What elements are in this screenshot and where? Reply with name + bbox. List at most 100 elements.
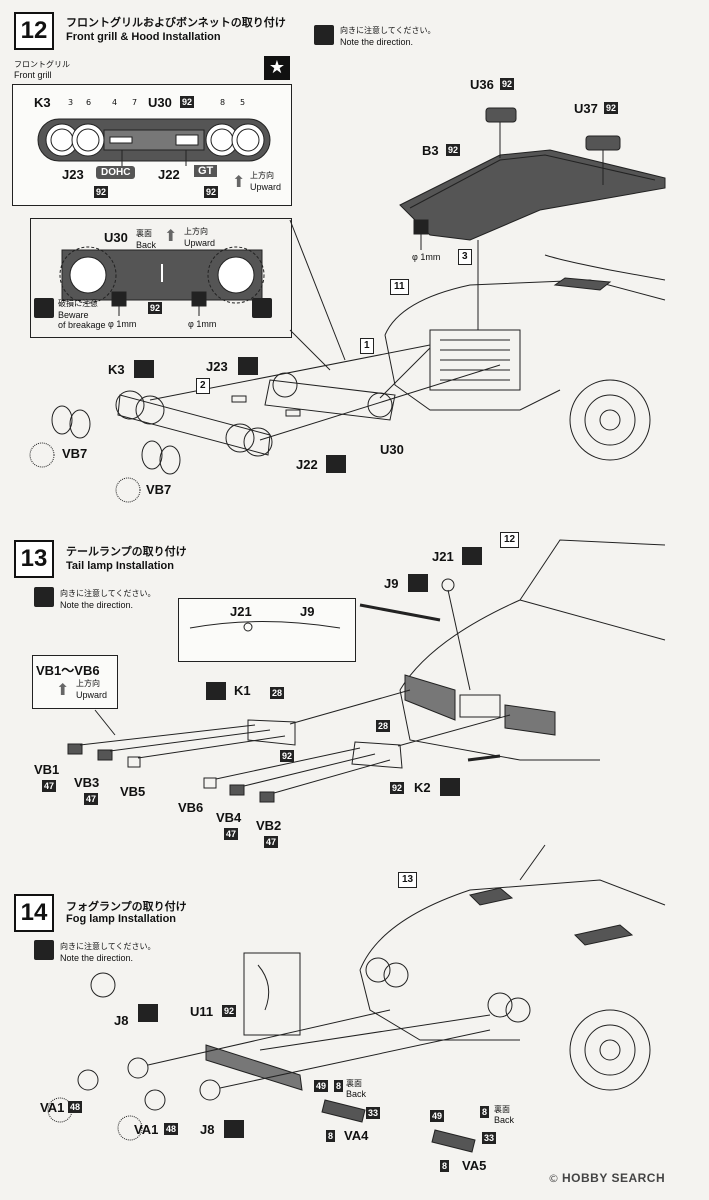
step-13-title-jp: テールランプの取り付け bbox=[66, 545, 187, 558]
part-j22: J22 bbox=[296, 457, 318, 472]
t13-c47c: 47 bbox=[224, 828, 239, 840]
inset-j23: J23 bbox=[62, 167, 84, 182]
grill-seq-1: 1 bbox=[360, 338, 374, 354]
t14-j8b: J8 bbox=[200, 1122, 215, 1137]
step-12-note-en: Note the direction. bbox=[340, 37, 414, 47]
inset-n3: 3 bbox=[68, 98, 74, 107]
watermark-copyright: © bbox=[548, 1172, 559, 1185]
t14-c8d: 8 bbox=[440, 1160, 450, 1172]
t14-va5: VA5 bbox=[462, 1158, 487, 1173]
cement-icon-k2 bbox=[440, 778, 460, 796]
inset-dohc: DOHC bbox=[96, 166, 136, 179]
front-grill-title-jp: フロントグリル bbox=[14, 60, 70, 69]
part-j23: J23 bbox=[206, 359, 228, 374]
inset-k3: K3 bbox=[34, 95, 51, 110]
star-icon: ★ bbox=[264, 56, 290, 80]
inset-up-jp: 上方向 bbox=[250, 171, 274, 180]
t14-c48b: 48 bbox=[164, 1123, 179, 1135]
warn-icon-2 bbox=[252, 298, 272, 318]
direction-note-icon bbox=[314, 25, 334, 45]
inset-n8: 8 bbox=[220, 98, 226, 107]
inset2-warn-jp: 破損に注意 bbox=[58, 299, 98, 308]
t13-c47d: 47 bbox=[264, 836, 279, 848]
t14-c92: 92 bbox=[222, 1005, 237, 1017]
inset2-c92: 92 bbox=[148, 302, 163, 314]
vb-inset-title: VB1～VB6 bbox=[36, 663, 100, 678]
t13-c47a: 47 bbox=[42, 780, 57, 792]
part-vb7b: VB7 bbox=[146, 482, 172, 497]
cement-icon-j8a bbox=[138, 1004, 158, 1022]
hood-u36: U36 bbox=[470, 77, 494, 92]
step-14-number: 14 bbox=[14, 894, 54, 932]
cement-icon-k1 bbox=[206, 682, 226, 700]
step-13-note-en: Note the direction. bbox=[60, 600, 134, 610]
t13-vb6: VB6 bbox=[178, 800, 204, 815]
hood-b3: B3 bbox=[422, 143, 439, 158]
hood-c92c: 92 bbox=[446, 144, 461, 156]
inset2-u30: U30 bbox=[104, 230, 128, 245]
upward-arrow-icon: ⬆ bbox=[232, 172, 246, 191]
upward-arrow-icon-2: ⬆ bbox=[164, 226, 178, 245]
hood-c92a: 92 bbox=[500, 78, 515, 90]
inset2-back-jp: 裏面 bbox=[136, 229, 152, 238]
inset-c92b: 92 bbox=[94, 186, 109, 198]
step-12-title-en: Front grill & Hood Installation bbox=[66, 31, 221, 43]
inset2-back-en: Back bbox=[136, 240, 157, 250]
inset2-phi2: φ 1mm bbox=[188, 319, 217, 329]
step-12-note-jp: 向きに注意してください。 bbox=[340, 26, 436, 35]
t13-j21: J21 bbox=[432, 549, 454, 564]
tail-inset-j21: J21 bbox=[230, 604, 252, 619]
t13-vb5: VB5 bbox=[120, 784, 146, 799]
t14-back-jp-a: 裏面 bbox=[346, 1079, 362, 1088]
t14-c8a: 8 bbox=[334, 1080, 344, 1092]
inset-up-en: Upward bbox=[250, 182, 282, 192]
inset2-up-en: Upward bbox=[184, 238, 216, 248]
step-13-title-en: Tail lamp Installation bbox=[66, 560, 174, 572]
inset-j22: J22 bbox=[158, 167, 180, 182]
step-14-note-en: Note the direction. bbox=[60, 953, 134, 963]
inset-n5: 5 bbox=[240, 98, 246, 107]
step-14-note-jp: 向きに注意してください。 bbox=[60, 942, 156, 951]
inset-c92c: 92 bbox=[204, 186, 219, 198]
t14-c33b: 33 bbox=[482, 1132, 497, 1144]
t14-va1b: VA1 bbox=[134, 1122, 159, 1137]
tail-inset bbox=[178, 598, 356, 662]
t14-back-en-b: Back bbox=[494, 1115, 515, 1125]
t14-c49a: 49 bbox=[314, 1080, 329, 1092]
t13-k2: K2 bbox=[414, 780, 431, 795]
cement-icon-j9 bbox=[408, 574, 428, 592]
step-ref-12: 12 bbox=[500, 532, 520, 548]
cement-icon-j22 bbox=[326, 455, 346, 473]
vb-inset-up-en: Upward bbox=[76, 690, 108, 700]
inset2-warn-en2: of breakage bbox=[58, 320, 106, 330]
direction-note-icon-14 bbox=[34, 940, 54, 960]
step-14-title-en: Fog lamp Installation bbox=[66, 913, 177, 925]
hood-phi: φ 1mm bbox=[412, 252, 441, 262]
cement-icon-j23 bbox=[238, 357, 258, 375]
t14-c8b: 8 bbox=[326, 1130, 336, 1142]
step-ref-11: 11 bbox=[390, 279, 409, 295]
hood-c92b: 92 bbox=[604, 102, 619, 114]
vb-inset bbox=[32, 655, 118, 709]
t14-back-en-a: Back bbox=[346, 1089, 367, 1099]
t14-va1a: VA1 bbox=[40, 1100, 65, 1115]
upward-arrow-icon-3: ⬆ bbox=[56, 680, 70, 699]
hood-u37: U37 bbox=[574, 101, 598, 116]
t13-c92a: 92 bbox=[280, 750, 295, 762]
inset2-warn-en1: Beware bbox=[58, 310, 89, 320]
tail-inset-j9: J9 bbox=[300, 604, 315, 619]
t14-j8a: J8 bbox=[114, 1013, 129, 1028]
cement-icon-j8b bbox=[224, 1120, 244, 1138]
t13-k1: K1 bbox=[234, 683, 251, 698]
t13-c92b: 92 bbox=[390, 782, 405, 794]
step-12-title-jp: フロントグリルおよびボンネットの取り付け bbox=[66, 16, 286, 29]
part-vb7a: VB7 bbox=[62, 446, 88, 461]
direction-note-icon-13 bbox=[34, 587, 54, 607]
inset-n6: 6 bbox=[86, 98, 92, 107]
t14-c33a: 33 bbox=[366, 1107, 381, 1119]
step-ref-13: 13 bbox=[398, 872, 418, 888]
t14-c49b: 49 bbox=[430, 1110, 445, 1122]
inset-n4: 4 bbox=[112, 98, 118, 107]
